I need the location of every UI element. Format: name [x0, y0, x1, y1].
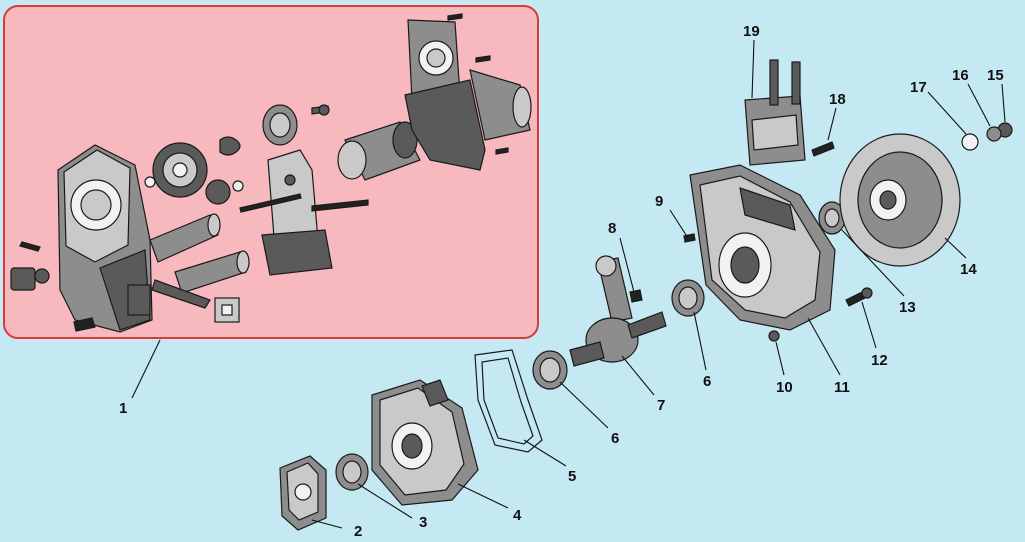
spring — [219, 136, 241, 156]
callout-19: 19 — [743, 23, 760, 40]
part-6-bearing-left — [532, 350, 568, 390]
leader-lines — [131, 39, 1006, 529]
pinion-gear — [205, 179, 231, 205]
callout-18: 18 — [829, 91, 846, 108]
callout-17: 17 — [910, 79, 927, 96]
part-11-crankcase — [689, 164, 836, 331]
part-14-flywheel — [839, 133, 961, 267]
part-12-bolt-head — [861, 287, 873, 299]
callout-labels: 1 2 3 4 5 6 7 8 9 6 10 11 12 13 14 15 16… — [119, 23, 1004, 540]
callout-4: 4 — [513, 507, 522, 524]
callout-1: 1 — [119, 400, 127, 417]
part-6-bearing-right — [671, 279, 705, 317]
callout-6-left: 6 — [611, 430, 619, 447]
control-bracket — [239, 149, 369, 276]
ring-gear — [152, 142, 208, 198]
part-13-seal — [818, 201, 846, 235]
callout-8: 8 — [608, 220, 616, 237]
part-4-crankcase-half — [371, 379, 479, 506]
callout-10: 10 — [776, 379, 793, 396]
callout-15: 15 — [987, 67, 1004, 84]
gear-housing — [57, 144, 153, 333]
washer-2 — [232, 180, 244, 192]
washer — [144, 176, 156, 188]
part-2-cover-plate — [279, 455, 327, 531]
callout-14: 14 — [960, 261, 977, 278]
callout-2: 2 — [354, 523, 362, 540]
part-7-crankshaft — [569, 255, 667, 367]
callout-3: 3 — [419, 514, 427, 531]
part-10-screw — [768, 330, 780, 342]
callout-16: 16 — [952, 67, 969, 84]
part-16-washer — [986, 126, 1002, 142]
callout-13: 13 — [899, 299, 916, 316]
callout-7: 7 — [657, 397, 665, 414]
part-3-oil-seal — [335, 453, 369, 491]
part-8-key — [629, 289, 643, 303]
part-18-screw — [811, 141, 835, 157]
callout-6-right: 6 — [703, 373, 711, 390]
callout-5: 5 — [568, 468, 576, 485]
starter-assembly-panel — [3, 5, 539, 339]
callout-9: 9 — [655, 193, 663, 210]
starter-bearing — [262, 104, 330, 146]
callout-11: 11 — [834, 379, 850, 396]
electric-motor — [337, 121, 421, 181]
part-17-washer — [961, 133, 979, 151]
part-5-gasket — [474, 349, 543, 453]
connector-parts — [10, 241, 96, 332]
callout-12: 12 — [871, 352, 888, 369]
part-5-gasket-inner — [481, 357, 534, 445]
motor-housing — [404, 13, 532, 171]
rollers — [149, 213, 250, 323]
part-19-ignition-coil — [744, 59, 806, 166]
